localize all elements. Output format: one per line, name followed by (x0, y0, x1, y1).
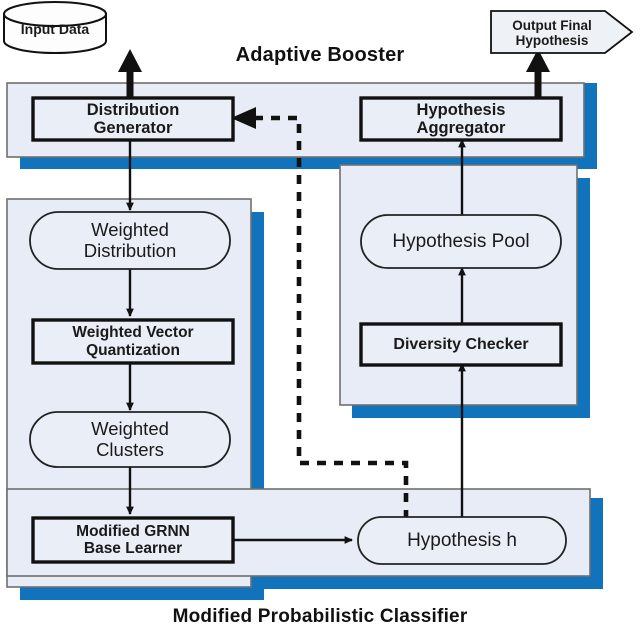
hypothesis-pool-shape (360, 214, 562, 269)
hypothesis-pipeline-panel (339, 164, 578, 406)
modified-grnn-base-learner-shape (31, 516, 235, 564)
hypothesis-aggregator-shape (359, 96, 563, 142)
weighted-vector-quantization-shape (31, 318, 235, 365)
distribution-generator-shape (31, 96, 235, 142)
connectors (118, 49, 550, 544)
weighted-distribution-shape (29, 211, 231, 270)
diversity-checker-shape (359, 322, 563, 367)
diagram-title-top: Adaptive Booster (235, 44, 405, 66)
hypothesis-h-shape (357, 516, 567, 565)
weighted-clusters-shape (29, 411, 231, 468)
edge-feedback-hypothesis-to-distgen (231, 107, 409, 519)
output-final-hypothesis-shape (490, 10, 634, 54)
diagram-title-bottom: Modified Probabilistic Classifier (172, 606, 468, 627)
node-shapes (3, 1, 634, 565)
input-data-shape (3, 1, 107, 54)
